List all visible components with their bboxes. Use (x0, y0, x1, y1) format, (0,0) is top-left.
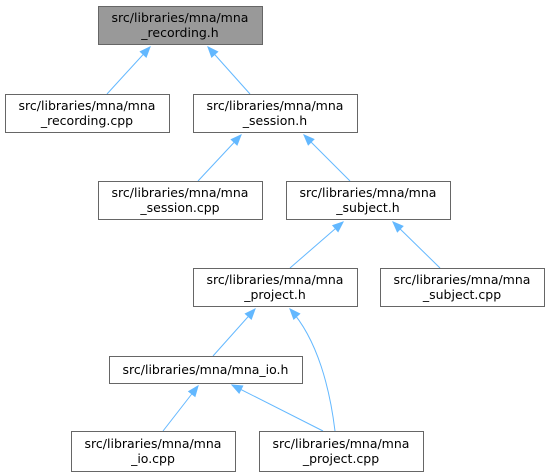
node-label-line: _recording.h (140, 25, 218, 40)
edge-line (106, 46, 151, 95)
edge-mna_session_cpp-to-mna_session_h (197, 134, 242, 182)
edge-mna_session_h-to-mna_recording_h (207, 45, 251, 95)
edge-mna_subject_h-to-mna_session_h (303, 134, 351, 182)
node-box (193, 94, 358, 133)
node-label-line: _project.cpp (302, 451, 379, 466)
edge-arrowhead (331, 221, 345, 233)
edge-mna_io_h-to-mna_project_h (212, 307, 256, 357)
edge-line (289, 221, 344, 269)
edge-arrowhead (392, 221, 404, 233)
edge-line (392, 221, 441, 269)
node-box (109, 356, 303, 384)
node-mna-subject-h[interactable]: src/libraries/mna/mna_subject.h (286, 181, 451, 220)
node-box (380, 268, 545, 307)
node-label-line: _recording.cpp (40, 113, 133, 128)
node-mna-project-cpp[interactable]: src/libraries/mna/mna_project.cpp (259, 431, 424, 472)
edge-arrowhead (139, 46, 151, 58)
edge-arrowhead (303, 134, 315, 146)
edge-mna_project_h-to-mna_subject_h (289, 221, 345, 269)
edge-mna_recording_cpp-to-mna_recording_h (106, 46, 151, 95)
edge-arrowhead (244, 307, 256, 320)
node-label-line: _subject.h (335, 200, 399, 215)
nodes-layer: src/libraries/mna/mna_recording.hsrc/lib… (5, 6, 545, 472)
node-mna-recording-cpp[interactable]: src/libraries/mna/mna_recording.cpp (5, 94, 170, 133)
node-box (98, 6, 263, 45)
node-label-line: _session.cpp (139, 200, 219, 215)
node-box (286, 181, 451, 220)
node-label-line: src/libraries/mna/mna (207, 98, 344, 113)
edge-line (212, 308, 256, 357)
node-mna-subject-cpp[interactable]: src/libraries/mna/mna_subject.cpp (380, 268, 545, 307)
node-label-line: src/libraries/mna/mna_io.h (123, 362, 289, 377)
edge-arrowhead (207, 45, 219, 58)
edge-arrowhead (230, 134, 242, 146)
node-label-line: src/libraries/mna/mna (19, 98, 156, 113)
edge-mna_project_cpp-to-mna_io_h (230, 384, 324, 432)
edge-line (303, 134, 351, 182)
edge-mna_project_cpp-to-mna_project_h (289, 308, 336, 432)
node-mna-io-h[interactable]: src/libraries/mna/mna_io.h (109, 356, 303, 384)
edges-layer (106, 45, 441, 432)
node-label-line: _io.cpp (130, 451, 175, 466)
node-label-line: src/libraries/mna/mna (207, 272, 344, 287)
node-mna-session-h[interactable]: src/libraries/mna/mna_session.h (193, 94, 358, 133)
node-label-line: src/libraries/mna/mna (273, 436, 410, 451)
node-mna-io-cpp[interactable]: src/libraries/mna/mna_io.cpp (71, 431, 236, 472)
node-box (193, 268, 358, 307)
edge-arrowhead (230, 384, 244, 394)
node-box (259, 431, 424, 472)
node-mna-project-h[interactable]: src/libraries/mna/mna_project.h (193, 268, 358, 307)
node-label-line: _session.h (242, 113, 307, 128)
edge-line (207, 46, 251, 95)
edge-line (231, 384, 324, 432)
node-label-line: src/libraries/mna/mna (112, 185, 249, 200)
edge-mna_io_cpp-to-mna_io_h (162, 384, 199, 432)
node-label-line: src/libraries/mna/mna (394, 272, 531, 287)
node-box (5, 94, 170, 133)
node-box (98, 181, 263, 220)
node-label-line: src/libraries/mna/mna (112, 10, 249, 25)
node-label-line: src/libraries/mna/mna (85, 436, 222, 451)
node-mna-recording-h[interactable]: src/libraries/mna/mna_recording.h (98, 6, 263, 45)
node-label-line: _project.h (243, 287, 306, 302)
node-box (71, 431, 236, 472)
edge-arrowhead (187, 384, 199, 398)
edge-mna_subject_cpp-to-mna_subject_h (392, 221, 441, 269)
edge-arrowhead (289, 308, 301, 320)
node-label-line: _subject.cpp (422, 287, 501, 302)
edge-line (289, 308, 336, 432)
node-mna-session-cpp[interactable]: src/libraries/mna/mna_session.cpp (98, 181, 263, 220)
node-label-line: src/libraries/mna/mna (300, 185, 437, 200)
